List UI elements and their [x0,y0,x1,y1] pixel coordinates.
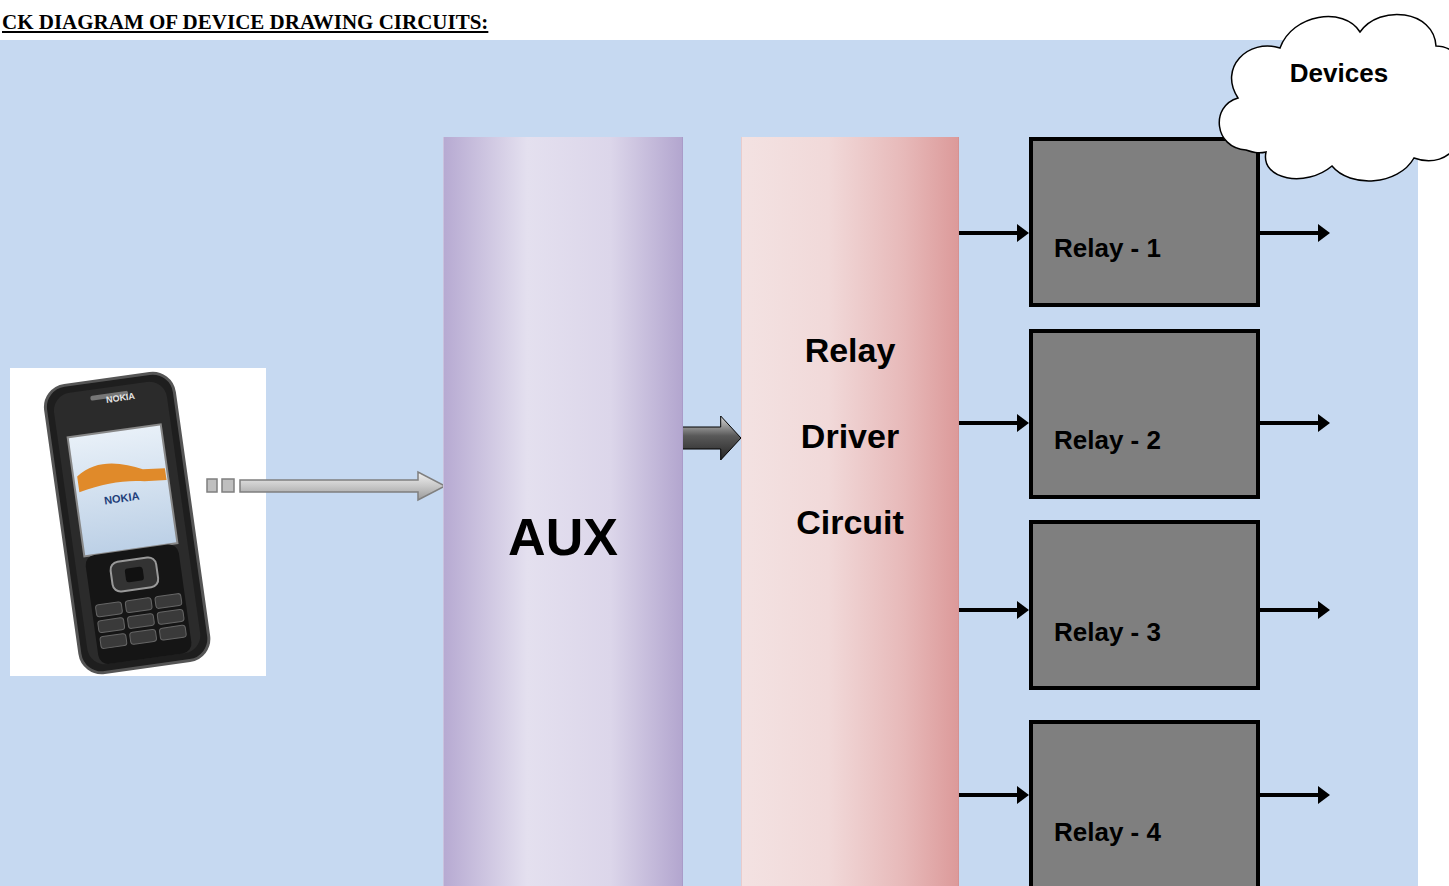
relay-box: Relay - 1 [1029,137,1260,307]
relay-box: Relay - 4 [1029,720,1260,886]
output-arrow [1260,414,1330,432]
output-arrows [1260,224,1330,804]
signal-arrow [207,472,445,500]
relay-box: Relay - 3 [1029,520,1260,690]
node-label: Relay Driver Circuit [796,307,904,565]
connector-arrow [681,416,741,460]
phone-photo-ground [10,368,266,676]
aux-block: AUX [443,137,683,886]
output-arrow [1260,224,1330,242]
output-arrow [1260,786,1330,804]
connector-arrow [959,601,1029,619]
connector-arrow [959,786,1029,804]
connector-arrow [959,414,1029,432]
diagram-title: CK DIAGRAM OF DEVICE DRAWING CIRCUITS: [2,10,488,35]
relay-driver-block: Relay Driver Circuit [741,137,959,886]
cloud-outline [1208,2,1449,188]
connector-arrow [959,224,1029,242]
mobile-phone [43,370,212,675]
node-label: Relay - 1 [1054,233,1256,263]
node-label: Devices [1208,58,1449,88]
node-label: Relay - 3 [1054,617,1256,647]
relay-box: Relay - 2 [1029,329,1260,499]
output-arrow [1260,601,1330,619]
node-label: Relay - 4 [1054,817,1256,847]
node-label: AUX [444,507,682,567]
devices-cloud: Devices [1208,2,1449,188]
node-label: Relay - 2 [1054,425,1256,455]
